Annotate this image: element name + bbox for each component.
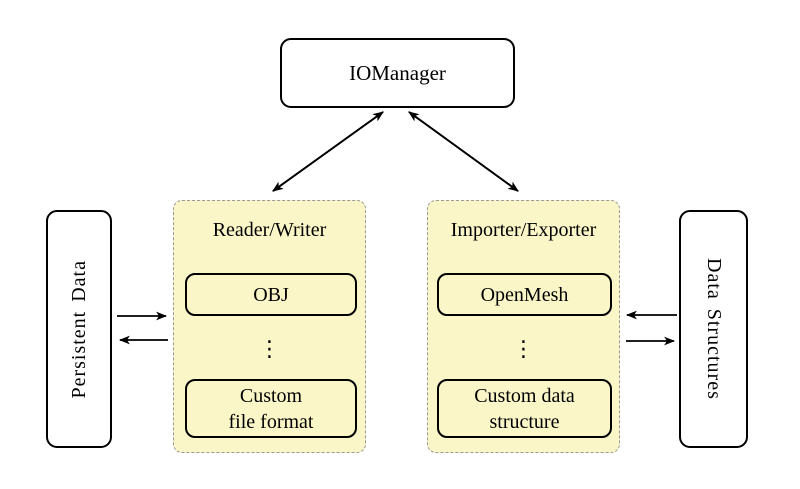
- node-custom-file-format-line2: file format: [228, 410, 314, 433]
- ellipsis-reader-writer: ⋮: [258, 337, 281, 362]
- group-importer-exporter: Importer/Exporter OpenMesh ⋮ Custom data…: [427, 200, 620, 453]
- node-openmesh-label: OpenMesh: [480, 283, 569, 306]
- node-data-structures-label: Data Structures: [703, 258, 725, 400]
- node-openmesh: OpenMesh: [437, 273, 612, 316]
- node-custom-data-structure: Custom data structure: [437, 379, 612, 438]
- node-custom-file-format: Custom file format: [185, 379, 357, 438]
- node-custom-file-format-line1: Custom: [239, 384, 303, 407]
- node-persistent-data-label: Persistent Data: [67, 259, 90, 399]
- arrow-iomanager-importerexporter: [408, 111, 519, 192]
- node-iomanager-label: IOManager: [349, 60, 446, 85]
- node-obj-label: OBJ: [253, 283, 289, 306]
- node-obj: OBJ: [185, 273, 357, 316]
- node-persistent-data: Persistent Data: [46, 210, 112, 448]
- group-reader-writer-label: Reader/Writer: [212, 219, 327, 241]
- node-data-structures: Data Structures: [679, 210, 748, 448]
- group-importer-exporter-label: Importer/Exporter: [450, 219, 597, 241]
- node-iomanager: IOManager: [280, 38, 515, 108]
- group-reader-writer: Reader/Writer OBJ ⋮ Custom file format: [173, 200, 366, 453]
- arrow-iomanager-readerwriter: [272, 111, 384, 192]
- node-custom-data-structure-line2: structure: [489, 410, 560, 433]
- ellipsis-importer-exporter: ⋮: [512, 337, 535, 362]
- node-custom-data-structure-line1: Custom data: [474, 384, 575, 407]
